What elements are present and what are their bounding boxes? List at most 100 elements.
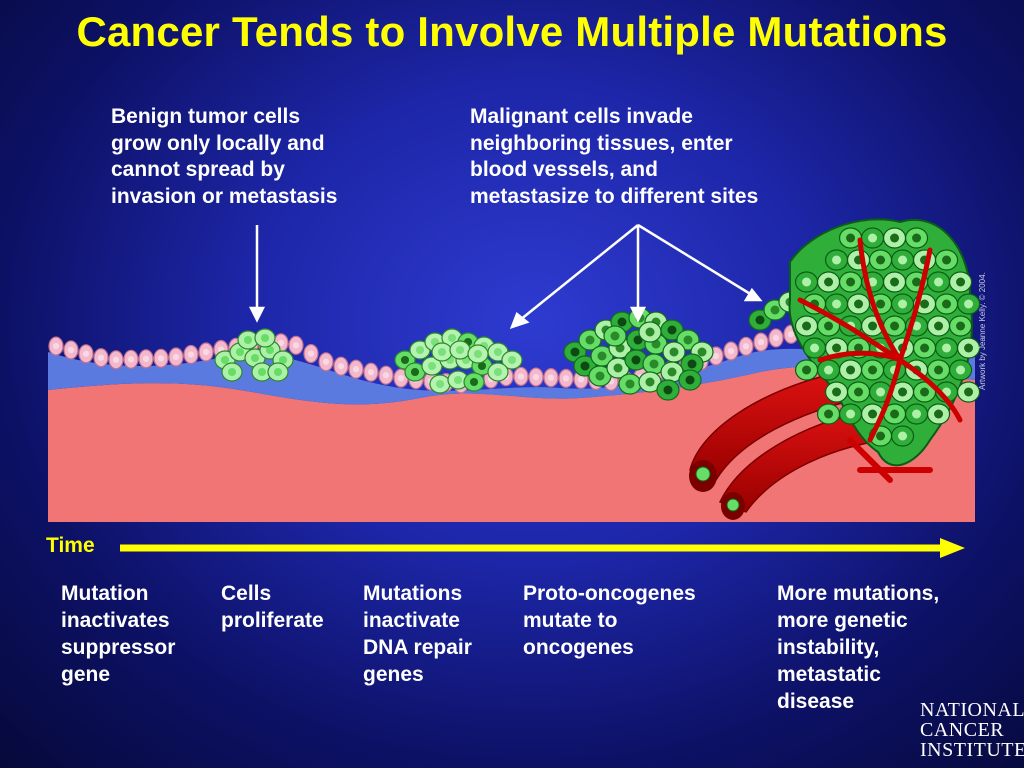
benign-cell-nucleus (260, 333, 270, 343)
malignant-cell-nucleus (617, 317, 627, 327)
arrowhead-icon (629, 306, 647, 323)
normal-cell-nucleus (352, 366, 360, 373)
logo-line: CANCER (920, 719, 1005, 741)
stage-line: disease (777, 690, 855, 713)
stage-line: More mutations, (777, 582, 940, 605)
circulating-tumor-cell (726, 498, 740, 512)
metastatic-cell-nucleus (942, 343, 952, 353)
stage-line: DNA repair (363, 636, 472, 659)
proliferating-cell-nucleus (473, 349, 483, 359)
malignant-cell-nucleus (580, 361, 590, 371)
malignant-cell-nucleus (570, 347, 580, 357)
benign-cell-nucleus (265, 345, 275, 355)
normal-cell-nucleus (382, 372, 390, 379)
malignant-cell-nucleus (663, 385, 673, 395)
metastatic-cell-nucleus (956, 277, 966, 287)
benign-cell-nucleus (250, 353, 260, 363)
metastatic-cell-nucleus (876, 387, 886, 397)
nci-logo: NATIONAL CANCER INSTITUTE (920, 700, 1024, 760)
normal-cell-nucleus (142, 355, 150, 362)
artwork-credit: Artwork by Jeanne Kelly. © 2004. (978, 272, 987, 390)
callout-benign-tumor: Benign tumor cells grow only locally and… (111, 104, 337, 210)
normal-cell-nucleus (187, 351, 195, 358)
metastatic-cell-nucleus (832, 255, 842, 265)
metastatic-cell-nucleus (964, 343, 974, 353)
metastatic-cell-nucleus (824, 277, 834, 287)
stage-line: Proto-oncogenes (523, 582, 696, 605)
metastatic-cell-nucleus (832, 387, 842, 397)
metastatic-cell-nucleus (890, 321, 900, 331)
tumor-vasculature (797, 237, 963, 443)
metastatic-cell-nucleus (802, 277, 812, 287)
benign-tumor-cluster (214, 328, 294, 382)
proliferating-cell-nucleus (507, 355, 517, 365)
metastatic-cell-nucleus (956, 365, 966, 375)
metastatic-cell-nucleus (868, 409, 878, 419)
stage-proliferate: Cells proliferate (221, 580, 324, 634)
normal-cell-nucleus (157, 355, 165, 362)
metastatic-cell-nucleus (846, 365, 856, 375)
metastatic-cell-nucleus (912, 233, 922, 243)
malignant-cell-nucleus (667, 325, 677, 335)
callout-line: blood vessels, and (470, 158, 658, 181)
proliferating-cell-nucleus (427, 361, 437, 371)
normal-cell-nucleus (547, 374, 555, 381)
malignant-cell-nucleus (685, 375, 695, 385)
callout-line: invasion or metastasis (111, 184, 338, 208)
metastatic-cell-nucleus (920, 343, 930, 353)
stage-line: metastatic (777, 663, 881, 686)
normal-cell-nucleus (532, 373, 540, 381)
metastatic-cell-nucleus (934, 277, 944, 287)
metastatic-cell-nucleus (890, 233, 900, 243)
metastatic-cell-nucleus (832, 299, 842, 309)
normal-cell-nucleus (337, 363, 345, 370)
timeline-label: Time (46, 534, 95, 557)
metastatic-cell-nucleus (912, 321, 922, 331)
normal-cell-nucleus (772, 334, 780, 342)
callout-line: metastasize to different sites (470, 184, 759, 208)
malignant-cell-cluster (563, 291, 802, 401)
metastatic-cell-nucleus (920, 387, 930, 397)
metastatic-cell-nucleus (868, 365, 878, 375)
proliferating-cell-nucleus (415, 345, 425, 355)
metastatic-cell-nucleus (824, 321, 834, 331)
logo-line: INSTITUTE (920, 739, 1024, 761)
metastatic-cell-nucleus (810, 343, 820, 353)
malignant-cell-nucleus (645, 327, 655, 337)
stage-line: proliferate (221, 609, 324, 632)
callout-line: cannot spread by (111, 158, 285, 181)
normal-cell-nucleus (112, 356, 120, 363)
metastatic-cell-nucleus (912, 409, 922, 419)
stage-line: gene (61, 663, 111, 686)
proliferating-cell-cluster (394, 328, 523, 394)
benign-cell-nucleus (257, 367, 267, 377)
stage-line: oncogenes (523, 636, 634, 659)
malignant-cell-nucleus (610, 331, 620, 341)
malignant-cell-nucleus (683, 335, 693, 345)
metastatic-tumor (788, 218, 981, 467)
normal-cell-nucleus (97, 354, 105, 361)
metastatic-cell-nucleus (890, 409, 900, 419)
malignant-cell-nucleus (595, 371, 605, 381)
benign-cell-nucleus (273, 367, 283, 377)
metastatic-cell-nucleus (898, 431, 908, 441)
normal-cell-nucleus (52, 342, 60, 350)
metastatic-cell-nucleus (876, 255, 886, 265)
stage-line: instability, (777, 636, 880, 659)
metastatic-cell-nucleus (868, 277, 878, 287)
proliferating-cell-nucleus (477, 361, 487, 371)
malignant-cell-nucleus (645, 377, 655, 387)
blood-vessels (689, 371, 953, 520)
normal-cell-nucleus (67, 346, 75, 354)
metastatic-cell-nucleus (802, 365, 812, 375)
malignant-cell-nucleus (585, 335, 595, 345)
metastatic-cell-nucleus (846, 233, 856, 243)
normal-cell-nucleus (787, 331, 795, 338)
benign-cell-nucleus (227, 367, 237, 377)
normal-cell-nucleus (727, 347, 735, 355)
stage-line: inactivates (61, 609, 170, 632)
stage-line: inactivate (363, 609, 460, 632)
normal-cell-nucleus (712, 352, 720, 360)
benign-cell-nucleus (243, 335, 253, 345)
proliferating-cell-nucleus (453, 375, 463, 385)
